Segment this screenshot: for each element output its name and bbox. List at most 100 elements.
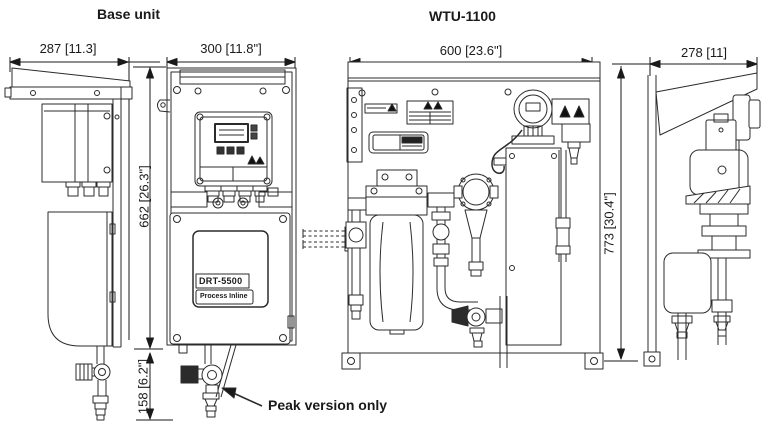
screw-icon xyxy=(351,112,357,118)
screw-icon xyxy=(279,334,287,342)
drain-tee-valve xyxy=(451,296,508,368)
peak-version-valve xyxy=(180,344,237,418)
knurled-knob xyxy=(180,365,199,384)
bolt-icon xyxy=(405,173,413,181)
sensor-cable xyxy=(491,129,523,174)
roof-wedge xyxy=(655,72,758,136)
screw-icon xyxy=(196,177,204,185)
screw-icon xyxy=(351,127,357,133)
label-plate xyxy=(258,191,293,208)
screw-icon xyxy=(196,113,204,121)
filter-sump-side xyxy=(663,252,712,314)
peak-version-callout: Peak version only xyxy=(268,397,388,413)
screw-icon xyxy=(259,87,267,95)
wtu-front-view xyxy=(341,61,604,370)
arrowhead xyxy=(221,387,237,399)
name-plate-logo xyxy=(401,136,423,144)
screw-icon xyxy=(351,147,357,153)
screw-icon xyxy=(509,153,515,159)
dim-peak-drop-height: 158 [6.2"] xyxy=(135,358,151,415)
screw-icon xyxy=(279,215,287,223)
gland-hole xyxy=(237,197,249,209)
peak-callout-arrow xyxy=(221,387,263,407)
warning-triangle-icon xyxy=(423,101,433,110)
display xyxy=(525,102,541,112)
arrowhead xyxy=(617,67,625,79)
bolt-icon xyxy=(460,177,466,183)
knurled-knob xyxy=(451,305,469,327)
drt-enclosure xyxy=(169,212,295,354)
screw-icon xyxy=(648,355,656,363)
arrowhead xyxy=(746,60,758,68)
arrowhead xyxy=(9,58,21,66)
screw-icon xyxy=(94,90,100,96)
screw-icon xyxy=(30,90,36,96)
screw-icon xyxy=(173,86,181,94)
bolt-icon xyxy=(415,187,423,195)
instrument-panel xyxy=(505,147,562,346)
screw-icon xyxy=(263,113,271,121)
screw-icon xyxy=(351,97,357,103)
screw-icon xyxy=(263,177,271,185)
screw-icon xyxy=(173,215,181,223)
top-rail xyxy=(347,61,601,79)
inlet-valve xyxy=(345,197,367,320)
arrowhead xyxy=(649,60,661,68)
bolt-icon xyxy=(486,177,492,183)
warning-triangle-icon xyxy=(433,101,443,110)
controller-unit xyxy=(194,111,273,187)
arrowhead xyxy=(146,337,154,349)
small-label xyxy=(364,103,398,114)
bolt-icon xyxy=(370,187,378,195)
arrowhead xyxy=(146,352,154,364)
brand-label-plate xyxy=(195,289,254,305)
button xyxy=(236,146,245,155)
side-drain-valve xyxy=(75,346,111,421)
dim-base-side-width: 287 [11.3] xyxy=(39,41,97,56)
device-brand-label: Process Inline xyxy=(200,293,248,300)
hinge xyxy=(287,315,295,329)
screw-icon xyxy=(173,334,181,342)
screw-icon xyxy=(551,153,557,159)
dim-base-front-width: 300 [11.8"] xyxy=(200,41,262,56)
cable-glands xyxy=(65,181,111,197)
warning-triangle-icon xyxy=(573,105,585,118)
base-unit-side-view xyxy=(4,67,133,421)
dim-wtu-height: 773 [30.4"] xyxy=(601,192,617,255)
screw-icon xyxy=(509,265,515,271)
device-model-label: DRT-5500 xyxy=(199,276,243,286)
arrowhead xyxy=(284,58,296,66)
flow-regulator xyxy=(453,173,499,277)
title-base-unit: Base unit xyxy=(97,6,161,22)
filter-housing xyxy=(365,169,428,335)
name-plate xyxy=(368,131,429,154)
enclosure-door xyxy=(192,230,269,308)
dim-wtu-side-width: 278 [11] xyxy=(680,45,728,60)
hook-bracket xyxy=(157,99,171,113)
screw-icon xyxy=(590,357,598,365)
filter-head xyxy=(365,185,428,216)
bolt-icon xyxy=(460,201,466,207)
arrowhead xyxy=(166,58,178,66)
button xyxy=(250,132,258,140)
arrowhead xyxy=(117,58,129,66)
mounting-tab xyxy=(584,352,604,370)
gland-hole xyxy=(212,197,224,209)
sensor-block-side xyxy=(41,103,113,183)
dimension-lines xyxy=(9,57,758,421)
dim-wtu-front-width: 600 [23.6"] xyxy=(439,43,503,58)
enclosure-side xyxy=(47,211,113,347)
mounting-bar xyxy=(9,86,133,100)
bracket xyxy=(685,185,751,205)
filter-sump xyxy=(369,214,424,331)
button xyxy=(216,146,225,155)
base-unit-front-view xyxy=(157,67,297,418)
warning-triangle-icon xyxy=(387,103,397,112)
title-wtu: WTU-1100 xyxy=(429,8,496,24)
hinge-screw-icon xyxy=(103,112,111,120)
screw-icon xyxy=(114,114,120,120)
label-plate xyxy=(170,191,208,208)
mounting-tab xyxy=(341,352,361,370)
